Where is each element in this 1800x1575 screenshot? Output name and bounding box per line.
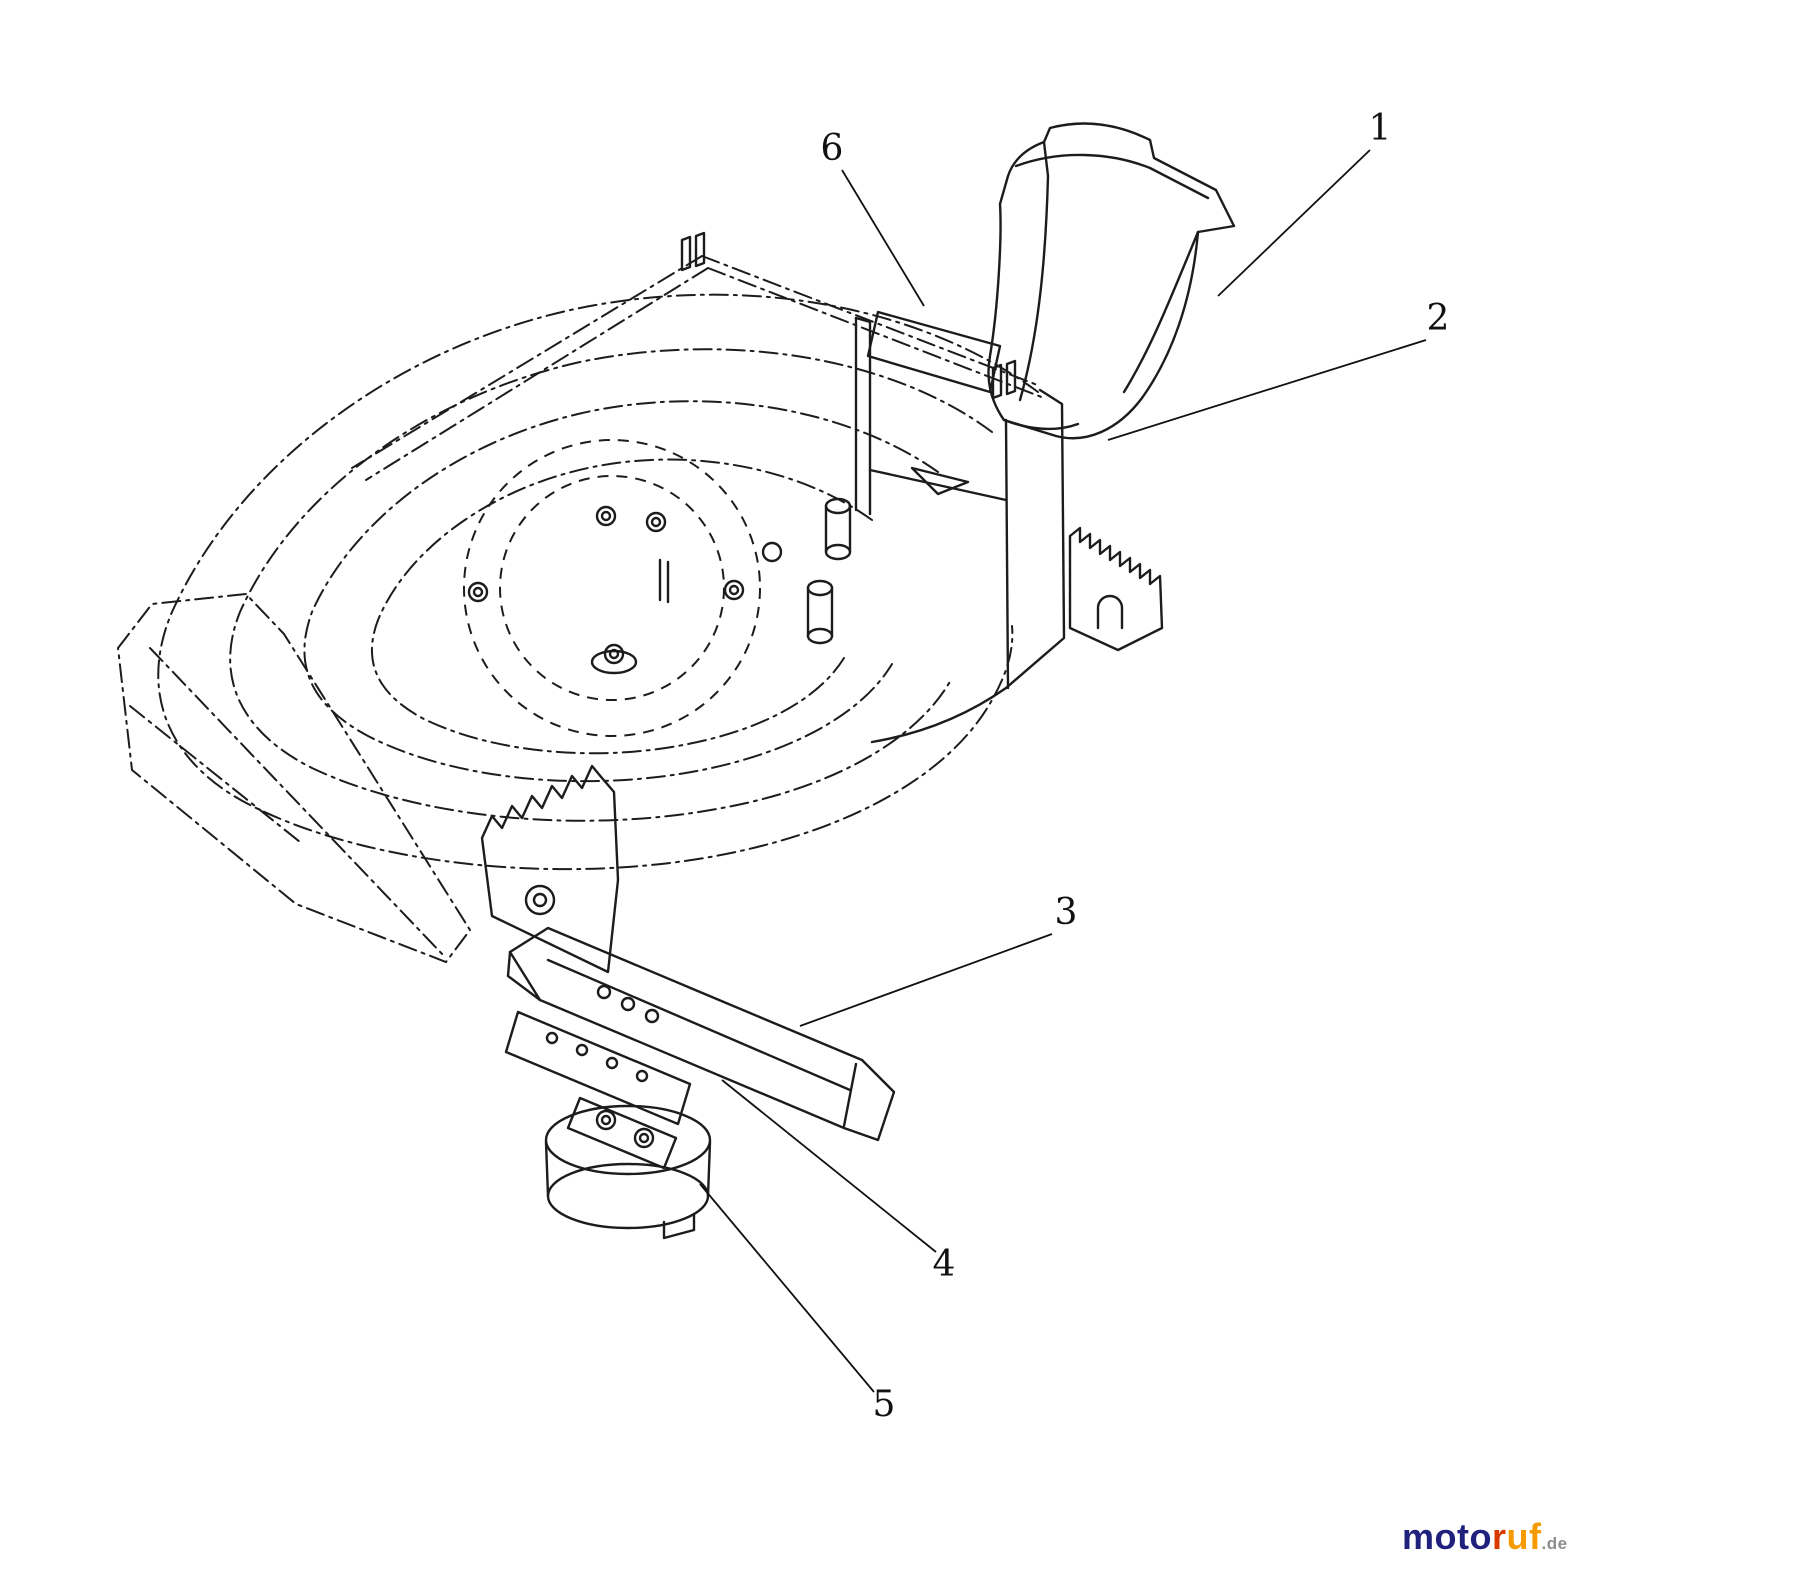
callout-leader-3 <box>799 933 1053 1027</box>
blade-circle-art <box>463 439 761 737</box>
watermark-segment: .de <box>1541 1534 1568 1553</box>
watermark-segment: moto <box>1402 1516 1492 1557</box>
watermark-segment: uf <box>1506 1516 1542 1557</box>
mounting-plate-art <box>504 1010 692 1126</box>
blade-adapter-art <box>544 1096 712 1240</box>
callout-label-6: 6 <box>821 128 844 169</box>
deck-bolts-art <box>467 505 745 675</box>
callout-label-3: 3 <box>1055 892 1078 933</box>
callout-leader-1 <box>1217 149 1371 297</box>
callout-leader-4 <box>721 1079 937 1253</box>
callout-label-5: 5 <box>873 1384 896 1425</box>
callout-label-1: 1 <box>1369 108 1392 149</box>
watermark-logo[interactable]: motoruf.de <box>1402 1516 1568 1558</box>
callout-leader-2 <box>1107 339 1427 441</box>
blade-art <box>506 926 896 1142</box>
callout-layer: 1 2 3 4 5 6 <box>699 108 1450 1425</box>
watermark-segment: r <box>1491 1516 1507 1557</box>
callout-label-4: 4 <box>933 1244 956 1285</box>
callout-leader-6 <box>841 169 925 307</box>
callout-leader-5 <box>699 1183 875 1393</box>
discharge-chute-art <box>987 122 1236 440</box>
deck-housing-phantom-art <box>116 255 1045 964</box>
rear-housing-art <box>480 231 1164 974</box>
callout-label-2: 2 <box>1427 298 1450 339</box>
